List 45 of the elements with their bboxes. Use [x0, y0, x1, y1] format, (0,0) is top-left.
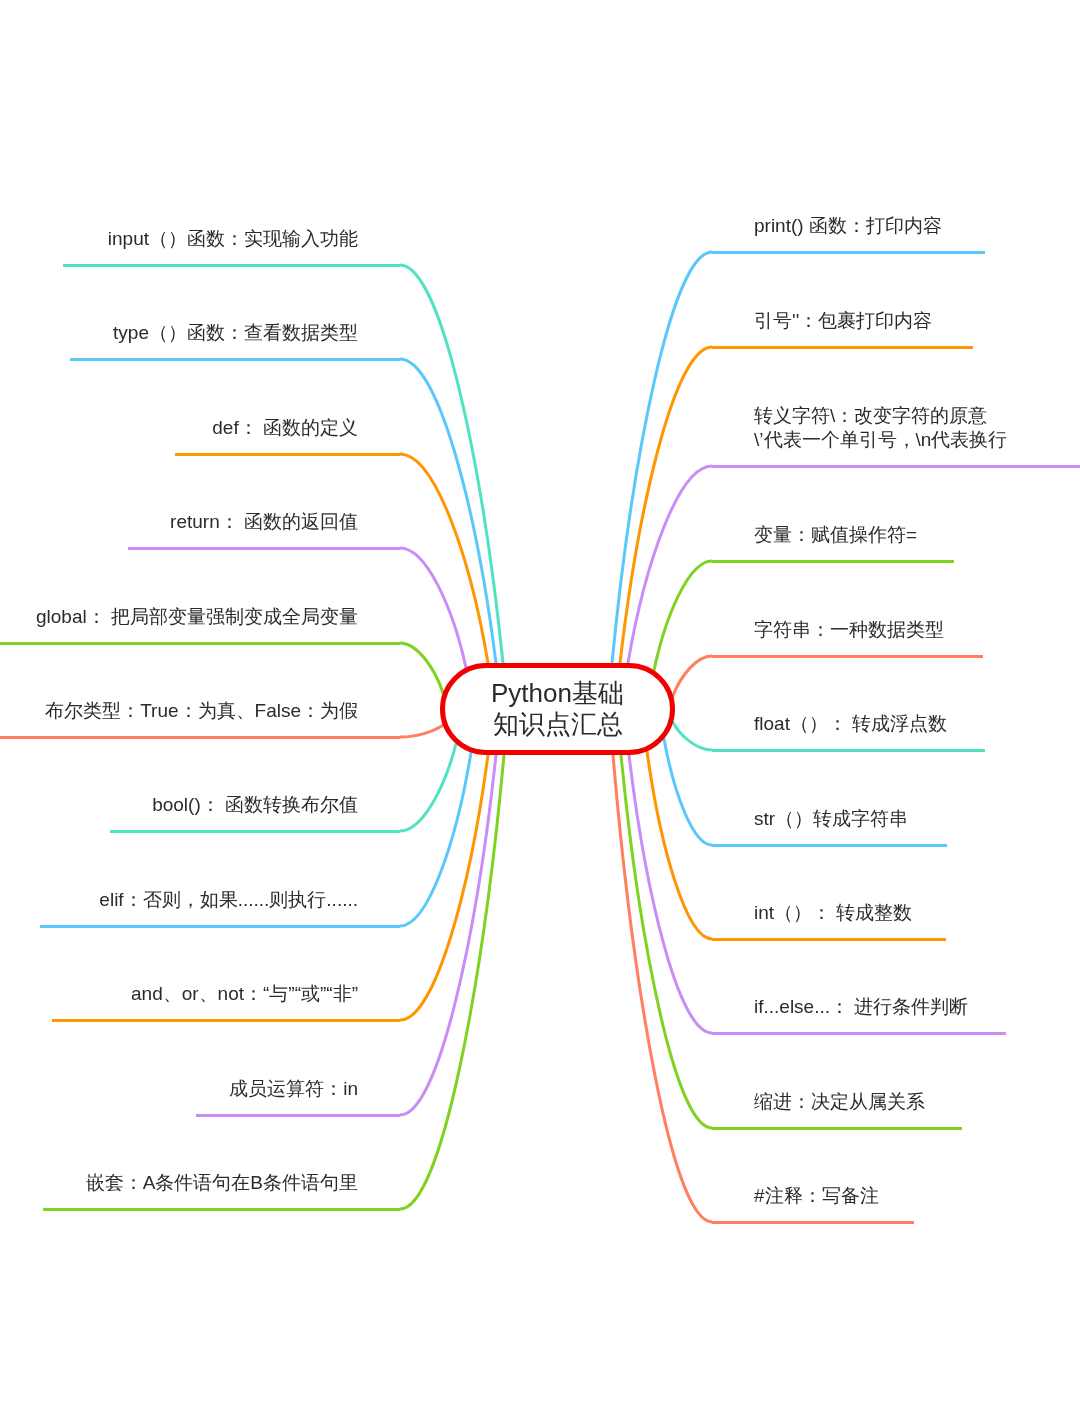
branch-line: [652, 559, 714, 672]
branch-topic: 转义字符\：改变字符的原意\’代表一个单引号，\n代表换行: [712, 403, 1080, 468]
branch-line: [671, 720, 714, 752]
branch-topic: 缩进：决定从属关系: [712, 1089, 962, 1130]
branch-line: [662, 737, 714, 847]
branch-line: [618, 345, 714, 665]
branch-topic: elif：否则，如果......则执行......: [40, 887, 400, 928]
branch-topic: #注释：写备注: [712, 1183, 914, 1224]
branch-topic: 字符串：一种数据类型: [712, 617, 983, 658]
branch-topic: return： 函数的返回值: [128, 509, 400, 550]
branch-topic: def： 函数的定义: [175, 415, 400, 456]
branch-line: [398, 753, 506, 1211]
branch-line: [398, 452, 490, 665]
branch-line: [611, 753, 714, 1224]
branch-line: [627, 753, 714, 1035]
branch-topic: 变量：赋值操作符=: [712, 522, 954, 563]
branch-topic: print() 函数：打印内容: [712, 213, 985, 254]
branch-topic: 布尔类型：True：为真、False：为假: [0, 698, 400, 739]
branch-line: [610, 250, 714, 665]
branch-line: [398, 753, 498, 1117]
branch-topic: bool()： 函数转换布尔值: [110, 792, 400, 833]
branch-line: [398, 546, 468, 670]
branch-line: [398, 753, 490, 1022]
branch-line: [626, 464, 714, 665]
branch-topic: 成员运算符：in: [196, 1076, 400, 1117]
branch-topic: 引号''：包裹打印内容: [712, 308, 973, 349]
branch-topic: input（）函数：实现输入功能: [63, 226, 400, 267]
branch-line: [619, 753, 714, 1130]
branch-line: [398, 723, 445, 739]
branch-topic: 嵌套：A条件语句在B条件语句里: [43, 1170, 400, 1211]
branch-topic: int（）： 转成整数: [712, 900, 946, 941]
branch-topic: and、or、not：“与”“或”“非”: [52, 981, 400, 1022]
branch-line: [398, 263, 505, 665]
branch-line: [645, 749, 714, 941]
branch-topic: float（）： 转成浮点数: [712, 711, 985, 752]
branch-line: [671, 654, 714, 698]
branch-line: [398, 751, 473, 928]
branch-line: [398, 357, 498, 665]
branch-line: [398, 641, 445, 695]
central-topic: Python基础知识点汇总: [440, 663, 675, 755]
branch-topic: if...else...： 进行条件判断: [712, 994, 1006, 1035]
branch-line: [398, 742, 458, 833]
branch-topic: type（）函数：查看数据类型: [70, 320, 400, 361]
branch-topic: global： 把局部变量强制变成全局变量: [0, 604, 400, 645]
branch-topic: str（）转成字符串: [712, 806, 947, 847]
